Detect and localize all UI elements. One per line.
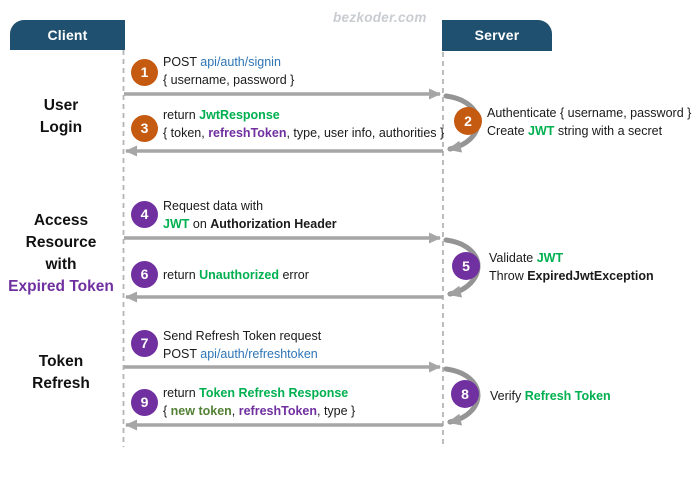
step-badge-5: 5: [452, 252, 480, 280]
step-badge-7: 7: [131, 330, 158, 357]
step-badge-4: 4: [131, 201, 158, 228]
message-step-4: Request data with JWT on Authorization H…: [163, 197, 337, 233]
message-line: return Token Refresh Response: [163, 386, 349, 400]
label-line: Refresh: [32, 375, 90, 392]
message-step-8: Verify Refresh Token: [490, 387, 611, 405]
section-label-user-login: User Login: [1, 95, 121, 139]
actor-client: Client: [10, 20, 125, 50]
step-badge-9: 9: [131, 389, 158, 416]
message-line: return Unauthorized error: [163, 268, 309, 282]
label-line: Login: [39, 119, 83, 136]
label-line: Token: [38, 353, 84, 370]
step-badge-3: 3: [131, 115, 158, 142]
message-step-6: return Unauthorized error: [163, 266, 309, 284]
message-line: JWT on Authorization Header: [163, 217, 337, 231]
label-line: Expired Token: [8, 278, 114, 295]
label-line: with: [45, 256, 77, 273]
message-line: { new token, refreshToken, type }: [163, 404, 356, 418]
section-label-token-refresh: Token Refresh: [1, 351, 121, 395]
step-badge-1: 1: [131, 59, 158, 86]
section-label-access-resource: Access Resource with Expired Token: [1, 210, 121, 298]
message-line: Validate JWT: [489, 251, 564, 265]
label-line: User: [43, 97, 79, 114]
message-line: POST api/auth/refreshtoken: [163, 347, 318, 361]
message-line: { username, password }: [163, 73, 295, 87]
message-step-5: Validate JWT Throw ExpiredJwtException: [489, 249, 654, 285]
message-step-1: POST api/auth/signin { username, passwor…: [163, 53, 294, 89]
message-line: Create JWT string with a secret: [487, 124, 663, 138]
message-step-7: Send Refresh Token request POST api/auth…: [163, 327, 321, 363]
step-badge-6: 6: [131, 261, 158, 288]
actor-server: Server: [442, 20, 552, 51]
message-step-9: return Token Refresh Response { new toke…: [163, 384, 355, 420]
step-badge-8: 8: [451, 380, 479, 408]
message-step-3: return JwtResponse { token, refreshToken…: [163, 106, 444, 142]
message-line: Send Refresh Token request: [163, 329, 322, 343]
message-line: Verify Refresh Token: [490, 389, 611, 403]
message-line: { token, refreshToken, type, user info, …: [163, 126, 445, 140]
message-line: Authenticate { username, password }: [487, 106, 692, 120]
label-line: Access: [33, 212, 89, 229]
label-line: Resource: [25, 234, 97, 251]
message-line: POST api/auth/signin: [163, 55, 281, 69]
message-line: return JwtResponse: [163, 108, 280, 122]
message-step-2: Authenticate { username, password } Crea…: [487, 104, 691, 140]
step-badge-2: 2: [454, 107, 482, 135]
watermark: bezkoder.com: [333, 10, 427, 25]
message-line: Request data with: [163, 199, 264, 213]
message-line: Throw ExpiredJwtException: [489, 269, 654, 283]
